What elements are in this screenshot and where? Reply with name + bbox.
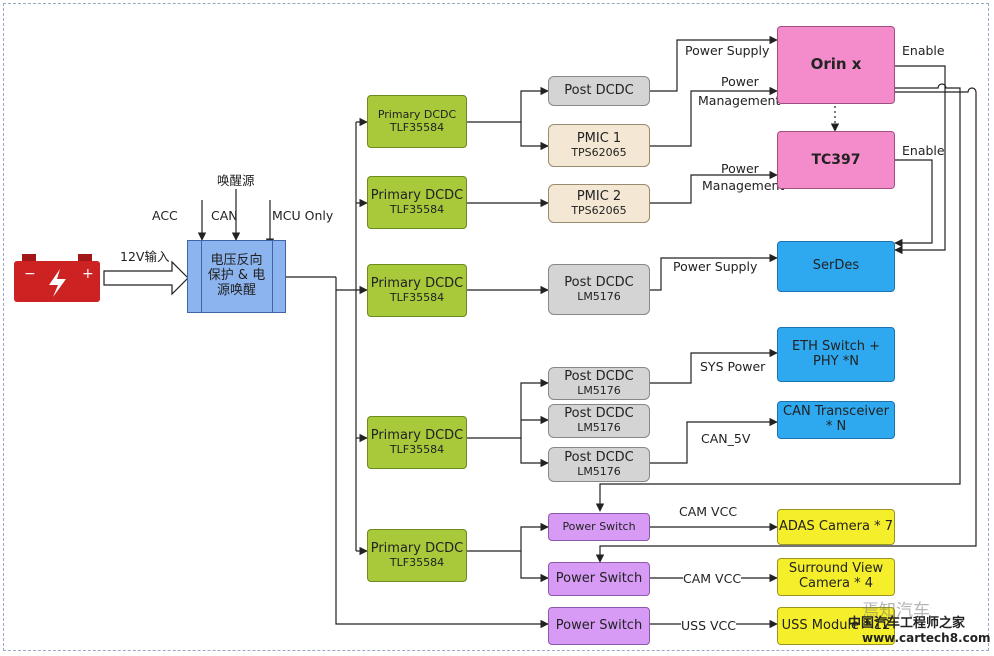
post-dcdc-3: Post DCDC LM5176 [548,367,650,400]
power-switch-1: Power Switch [548,513,650,541]
car-battery-icon: − + [12,252,102,304]
power-mgmt-label-1b: Management [698,93,781,108]
power-mgmt-label-2b: Management [702,178,785,193]
surround-view-camera: Surround View Camera * 4 [777,558,895,596]
power-switch-2-title: Power Switch [555,570,643,586]
primary-dcdc-1-title: Primary DCDC [377,107,457,121]
enable-label-1: Enable [902,43,945,58]
cam-vcc-label-2: CAM VCC [683,571,742,586]
post-dcdc-2-title: Post DCDC [564,274,634,290]
orin-x-soc: Orin x [777,26,895,104]
uss-module-label: USS Module * 12 [781,617,891,633]
post-dcdc-2: Post DCDC LM5176 [548,264,650,315]
enable-label-2: Enable [902,143,945,158]
pmic-2: PMIC 2 TPS62065 [548,184,650,223]
adas-camera-label: ADAS Camera * 7 [778,518,893,534]
cam-vcc-label-1: CAM VCC [679,504,738,519]
can-label: CAN [211,208,238,223]
tc397-mcu: TC397 [777,131,895,189]
protect-inner-line-right [272,241,273,312]
eth-switch-phy: ETH Switch + PHY *N [777,327,895,382]
protect-line-2: 保护 & 电 [207,268,266,284]
post-dcdc-4-title: Post DCDC [564,406,634,422]
primary-dcdc-4-part: TLF35584 [389,442,445,456]
svg-text:+: + [82,266,94,282]
uss-module: USS Module * 12 [777,607,895,645]
primary-dcdc-2-title: Primary DCDC [370,187,464,203]
uss-vcc-label: USS VCC [681,618,736,633]
surround-view-line-1: Surround View [788,561,884,577]
post-dcdc-3-title: Post DCDC [564,368,634,384]
post-dcdc-5-title: Post DCDC [564,449,634,465]
protect-inner-line-left [201,241,202,312]
primary-dcdc-4-title: Primary DCDC [370,427,464,443]
primary-dcdc-5-part: TLF35584 [389,555,445,569]
post-dcdc-5-part: LM5176 [577,464,621,478]
orin-x-label: Orin x [810,55,862,74]
eth-line-2: PHY *N [813,353,859,369]
primary-dcdc-5-title: Primary DCDC [370,540,464,556]
wake-source-label: 唤醒源 [217,173,255,188]
mcu-only-label: MCU Only [272,208,334,223]
surround-view-line-2: Camera * 4 [798,576,874,591]
can-5v-label: CAN_5V [701,431,751,446]
primary-dcdc-3: Primary DCDC TLF35584 [367,264,467,317]
can-line-1: CAN Transceiver [783,404,889,420]
primary-dcdc-1-part: TLF35584 [389,120,445,134]
pmic-1-part: TPS62065 [571,145,627,159]
serdes: SerDes [777,241,895,292]
pmic-2-title: PMIC 2 [576,188,622,204]
primary-dcdc-3-title: Primary DCDC [370,275,464,291]
watermark-url: www.cartech8.com [862,631,991,645]
post-dcdc-1: Post DCDC [548,76,650,106]
primary-dcdc-2: Primary DCDC TLF35584 [367,176,467,229]
power-mgmt-label-1a: Power [721,74,759,89]
power-mgmt-label-2a: Power [721,161,759,176]
sys-power-label: SYS Power [700,359,766,374]
power-switch-3-title: Power Switch [555,617,643,633]
post-dcdc-4: Post DCDC LM5176 [548,404,650,438]
power-supply-label-2: Power Supply [673,259,758,274]
primary-dcdc-2-part: TLF35584 [389,202,445,216]
power-switch-2: Power Switch [548,562,650,596]
watermark-site-cn: 中国汽车工程师之家 [848,616,966,631]
pmic-1-title: PMIC 1 [576,130,622,146]
reverse-protection-wakeup-box: 电压反向 保护 & 电 源唤醒 [187,240,286,313]
primary-dcdc-3-part: TLF35584 [389,290,445,304]
pmic-2-part: TPS62065 [571,203,627,217]
power-switch-3: Power Switch [548,607,650,645]
can-line-2: * N [825,419,847,434]
tc397-label: TC397 [811,151,861,168]
diagram-frame [3,3,989,651]
post-dcdc-1-title: Post DCDC [564,82,634,98]
pmic-1: PMIC 1 TPS62065 [548,124,650,167]
post-dcdc-2-part: LM5176 [577,289,621,303]
serdes-label: SerDes [812,258,860,274]
protect-line-3: 源唤醒 [216,282,256,298]
adas-camera: ADAS Camera * 7 [777,509,895,545]
primary-dcdc-1: Primary DCDC TLF35584 [367,95,467,148]
power-switch-1-title: Power Switch [562,519,636,533]
protect-line-1: 电压反向 [210,253,263,269]
post-dcdc-5: Post DCDC LM5176 [548,447,650,482]
12v-input-label: 12V输入 [120,249,170,264]
acc-label: ACC [152,208,178,223]
can-transceiver: CAN Transceiver * N [777,401,895,439]
primary-dcdc-5: Primary DCDC TLF35584 [367,529,467,582]
eth-line-1: ETH Switch + [791,338,881,354]
post-dcdc-3-part: LM5176 [577,383,621,397]
post-dcdc-4-part: LM5176 [577,421,621,435]
power-supply-label-1: Power Supply [685,43,770,58]
primary-dcdc-4: Primary DCDC TLF35584 [367,416,467,469]
watermark-brand: 焉知汽车 [862,601,930,621]
svg-text:−: − [24,266,36,282]
